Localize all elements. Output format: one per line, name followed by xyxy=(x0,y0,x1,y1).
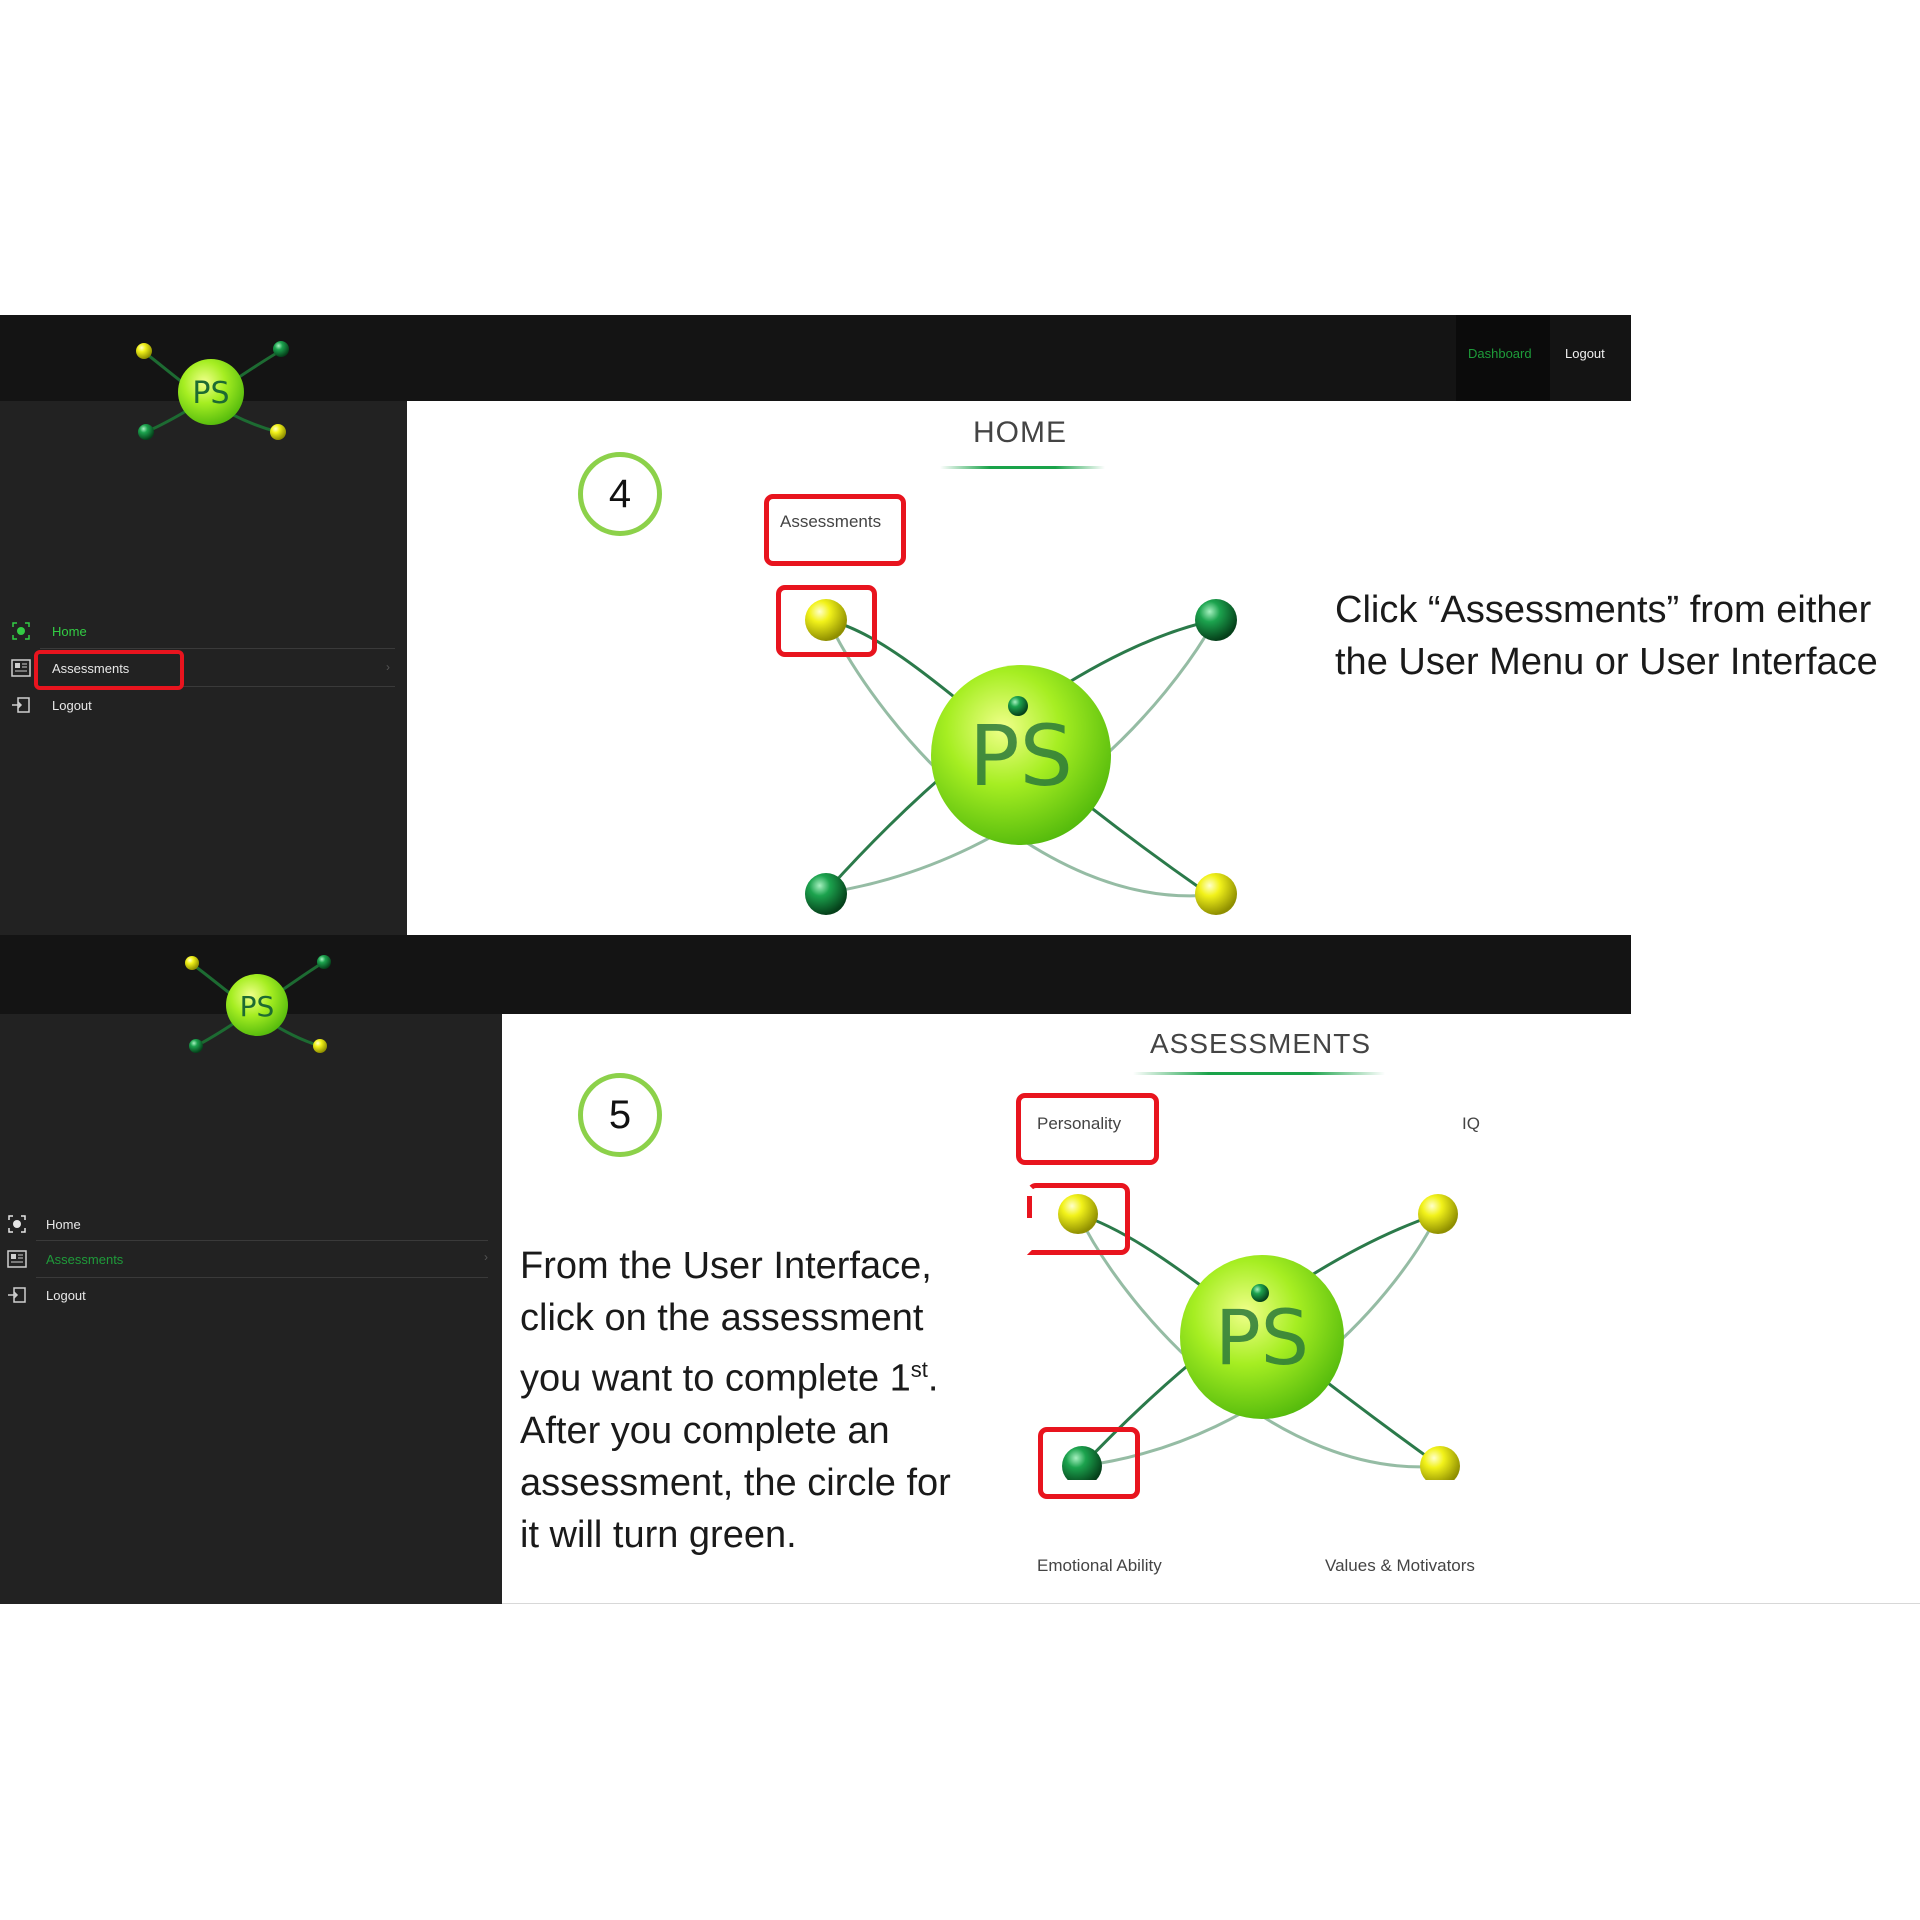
chevron-right-icon: › xyxy=(484,1250,488,1264)
sidebar-item-home[interactable]: Home xyxy=(10,616,87,646)
divider xyxy=(502,1603,1920,1604)
brand-logo: PS xyxy=(136,341,289,440)
svg-text:PS: PS xyxy=(1215,1293,1309,1382)
personality-label[interactable]: Personality xyxy=(1037,1114,1122,1133)
chevron-right-icon: › xyxy=(386,660,390,674)
highlight-emotional-orb xyxy=(1038,1427,1140,1499)
assessments-orb-graphic[interactable]: PS xyxy=(1040,1180,1480,1480)
assessments-icon xyxy=(10,659,32,677)
superscript: st xyxy=(910,1357,928,1382)
step-number-badge: 4 xyxy=(578,452,662,536)
page-title: ASSESSMENTS xyxy=(1150,1028,1372,1059)
sidebar-item-assessments[interactable]: Assessments xyxy=(10,653,129,683)
iq-label[interactable]: IQ xyxy=(1462,1114,1480,1133)
values-motivators-label[interactable]: Values & Motivators xyxy=(1325,1556,1475,1575)
instruction-text: From the User Interface, click on the as… xyxy=(520,1240,1020,1561)
highlight-personality-orb-tick xyxy=(1027,1196,1032,1218)
logout-icon xyxy=(6,1286,28,1304)
nav-dashboard-link[interactable]: Dashboard xyxy=(1468,346,1532,361)
brand-logo: PS xyxy=(185,955,331,1053)
sidebar-item-assessments[interactable]: Assessments xyxy=(6,1244,123,1274)
assessments-orb-graphic[interactable]: PS xyxy=(790,580,1260,930)
sidebar-item-logout[interactable]: Logout xyxy=(10,690,92,720)
highlight-personality-orb xyxy=(1027,1183,1130,1255)
nav-logout-link[interactable]: Logout xyxy=(1565,346,1605,361)
sidebar-item-label: Assessments xyxy=(46,1251,124,1267)
instruction-line: After you complete an xyxy=(520,1409,890,1452)
sidebar-item-label: Home xyxy=(52,623,87,639)
sidebar-item-label: Home xyxy=(46,1216,81,1232)
title-underline xyxy=(1133,1072,1385,1075)
sidebar-item-label: Assessments xyxy=(52,660,130,676)
instruction-line: assessment, the circle for xyxy=(520,1461,951,1504)
assessments-label[interactable]: Assessments xyxy=(780,512,882,531)
title-underline xyxy=(940,466,1105,469)
svg-text:PS: PS xyxy=(192,376,229,411)
dashboard-tab-bg xyxy=(1456,315,1550,401)
sidebar-item-label: Logout xyxy=(52,697,92,713)
highlight-sidebar-assessments xyxy=(34,650,184,690)
highlight-assessments-label xyxy=(764,494,906,566)
home-icon xyxy=(10,622,32,640)
page-title: HOME xyxy=(973,416,1067,449)
instruction-line-suffix: . xyxy=(927,1357,939,1400)
svg-text:PS: PS xyxy=(240,990,275,1023)
instruction-line: you want to complete 1st. xyxy=(520,1344,1020,1405)
logout-icon xyxy=(10,696,32,714)
sidebar-item-home[interactable]: Home xyxy=(6,1209,81,1239)
highlight-personality-label xyxy=(1016,1093,1159,1165)
sidebar-item-logout[interactable]: Logout xyxy=(6,1280,86,1310)
highlight-assessment-orb xyxy=(776,585,877,657)
instruction-line: it will turn green. xyxy=(520,1513,797,1556)
instruction-line-text: you want to complete 1 xyxy=(520,1357,911,1400)
divider xyxy=(40,686,395,687)
home-icon xyxy=(6,1215,28,1233)
divider xyxy=(40,648,395,649)
bottom-panel-sidebar xyxy=(0,1014,502,1604)
top-panel-header xyxy=(0,315,1631,401)
sidebar-item-label: Logout xyxy=(46,1287,86,1303)
divider xyxy=(36,1240,488,1241)
divider xyxy=(36,1277,488,1278)
instruction-line: click on the assessment xyxy=(520,1297,924,1339)
svg-text:PS: PS xyxy=(969,707,1073,805)
emotional-ability-label[interactable]: Emotional Ability xyxy=(1037,1556,1162,1575)
step-number-badge: 5 xyxy=(578,1073,662,1157)
instruction-line: From the User Interface, xyxy=(520,1245,932,1287)
instruction-text: Click “Assessments” from either the User… xyxy=(1335,589,1878,683)
top-panel-sidebar xyxy=(0,401,407,935)
assessments-icon xyxy=(6,1250,28,1268)
